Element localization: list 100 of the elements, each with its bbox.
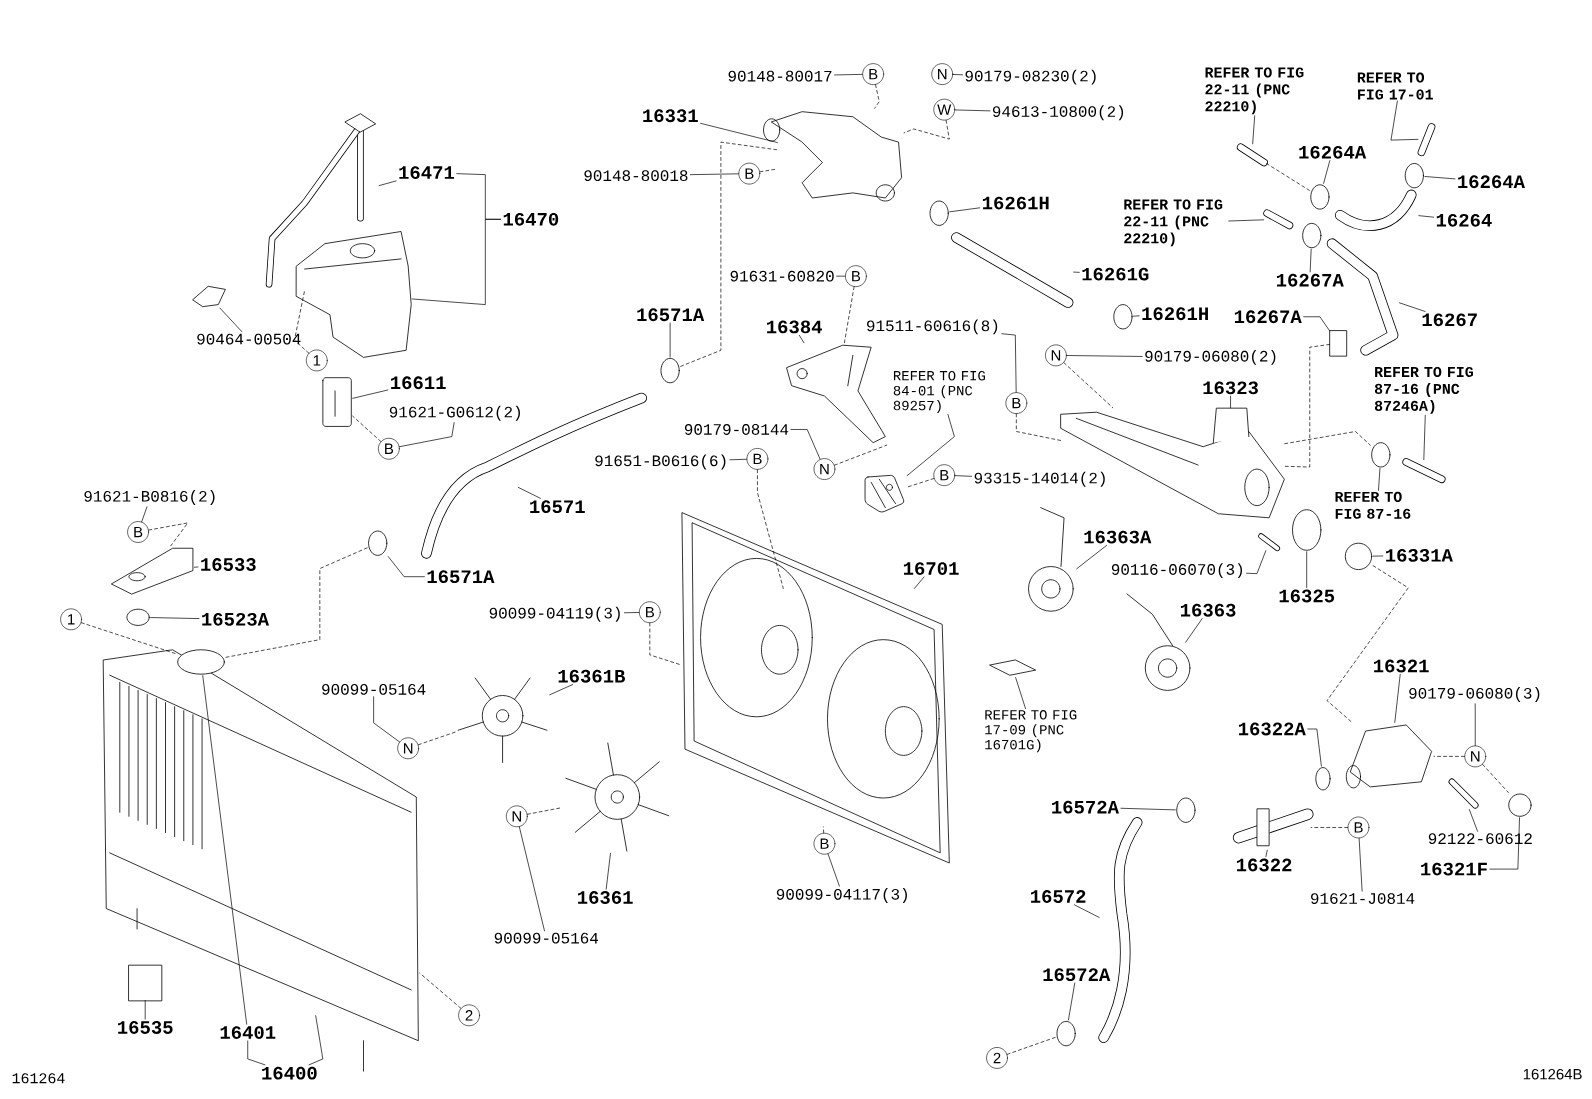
part-number: 16331 (643, 109, 698, 123)
figure-code: 161264B (1523, 1069, 1582, 1080)
leader-line (150, 617, 200, 620)
assembly-line (1326, 565, 1409, 724)
part-number: 91621-G0612(2) (389, 406, 520, 421)
leader-line (1306, 551, 1308, 589)
leader-line (1423, 415, 1426, 461)
part-number: 16572A (1043, 968, 1111, 982)
part-number: 92122-60612 (1428, 833, 1532, 845)
leader-line (798, 335, 805, 344)
part-number: 16571A (637, 308, 705, 322)
leader-line (834, 74, 863, 76)
leader-line (1074, 904, 1100, 918)
part-number: 16363 (1180, 604, 1236, 617)
part-number: 16261H (982, 196, 1049, 210)
part-number: 93315-14014(2) (974, 472, 1105, 487)
stud-drawing (1258, 533, 1281, 552)
part-number: 90116-06070(3) (1111, 563, 1243, 579)
cushion-drawing (126, 609, 150, 627)
part-number: 16571A (427, 570, 495, 584)
part-number: 16267A (1234, 310, 1302, 324)
leader-line (1482, 764, 1509, 794)
part-number: 16325 (1279, 589, 1335, 603)
hose-clamp-drawing (1371, 442, 1391, 468)
assembly-line (1266, 163, 1310, 191)
hose-clamp-drawing (929, 200, 949, 226)
leader-line (1303, 316, 1330, 332)
part-number: 16572 (1031, 890, 1086, 904)
leader-line (1230, 396, 1231, 409)
leader-line (834, 444, 888, 466)
leader-line (1006, 1037, 1056, 1055)
assembly-line (1284, 431, 1371, 446)
leader-line (517, 487, 541, 499)
water-outlet-drawing (1345, 724, 1432, 789)
leader-line (914, 576, 925, 590)
assembly-line (680, 142, 778, 367)
leader-line (352, 389, 389, 399)
leader-line (649, 622, 682, 666)
reference-note: REFER TO FIG 87-16 (PNC 87246A) (1374, 367, 1473, 415)
leader-line (1399, 302, 1426, 313)
hose-clamp-drawing (1310, 184, 1330, 210)
reference-note: REFER TO FIG 17-09 (PNC 16701G) (985, 710, 1077, 753)
pipe-drawing (1402, 458, 1446, 484)
assembly-line (225, 547, 368, 658)
hose-clamp-drawing (1302, 223, 1322, 249)
part-number: 91621-J0814 (1311, 893, 1415, 905)
hose-clamp-drawing (1404, 163, 1424, 189)
part-number: 16261G (1082, 267, 1149, 281)
part-number: 16322 (1236, 858, 1292, 872)
part-number: 16321F (1421, 862, 1487, 876)
part-number: 16400 (262, 1067, 317, 1080)
part-number: 16264A (1458, 175, 1525, 189)
part-number: 90148-80018 (584, 170, 688, 182)
part-number: 90179-08144 (684, 424, 789, 436)
part-number: 16322A (1238, 722, 1306, 736)
pipe-drawing (1263, 209, 1294, 230)
part-number: 16363A (1084, 530, 1152, 544)
part-number: 90148-80017 (728, 70, 832, 82)
leader-line (308, 1015, 324, 1066)
leader-line (906, 414, 955, 477)
leader-line (1001, 333, 1017, 393)
leader-line (906, 478, 935, 488)
leader-line (1073, 271, 1080, 273)
part-number: 91651-B0616(6) (595, 454, 726, 470)
hose-clamp-drawing (368, 530, 388, 556)
leader-line (247, 1040, 266, 1066)
leader-line (1228, 219, 1264, 222)
leader-line (952, 74, 963, 76)
leader-line (418, 731, 456, 746)
leader-line (1489, 817, 1520, 870)
leader-line (81, 622, 177, 655)
leader-line (1323, 160, 1331, 184)
reference-note: REFER TO FIG 84-01 (PNC 89257) (893, 371, 985, 414)
leader-line (1246, 550, 1267, 575)
leader-line (527, 807, 562, 815)
leader-line (836, 276, 846, 277)
fan-motor-drawing (1028, 507, 1074, 612)
part-number: 91511-60616(8) (867, 319, 998, 335)
leader-line (1433, 756, 1465, 757)
part-number: 90179-06080(3) (1409, 687, 1540, 703)
leader-line (1063, 362, 1114, 409)
assembly-line (1284, 344, 1330, 468)
pipe-drawing (1236, 143, 1268, 167)
leader-line (352, 416, 382, 443)
part-number: 16384 (767, 320, 822, 334)
leader-line (1358, 838, 1363, 892)
reference-note: REFER TO FIG 87-16 (1335, 492, 1411, 520)
bolt-drawing (1508, 793, 1532, 817)
leader-line (605, 853, 611, 890)
leader-line (1424, 176, 1456, 180)
leader-line (1372, 555, 1384, 557)
leader-line (874, 84, 880, 109)
part-number: 16264A (1299, 146, 1367, 159)
leader-line (954, 475, 972, 477)
leader-line (549, 684, 574, 696)
leader-line (373, 696, 400, 743)
leader-line (387, 556, 425, 578)
part-number: 16401 (220, 1026, 276, 1040)
leader-line (1394, 674, 1401, 724)
leader-line (690, 173, 739, 176)
